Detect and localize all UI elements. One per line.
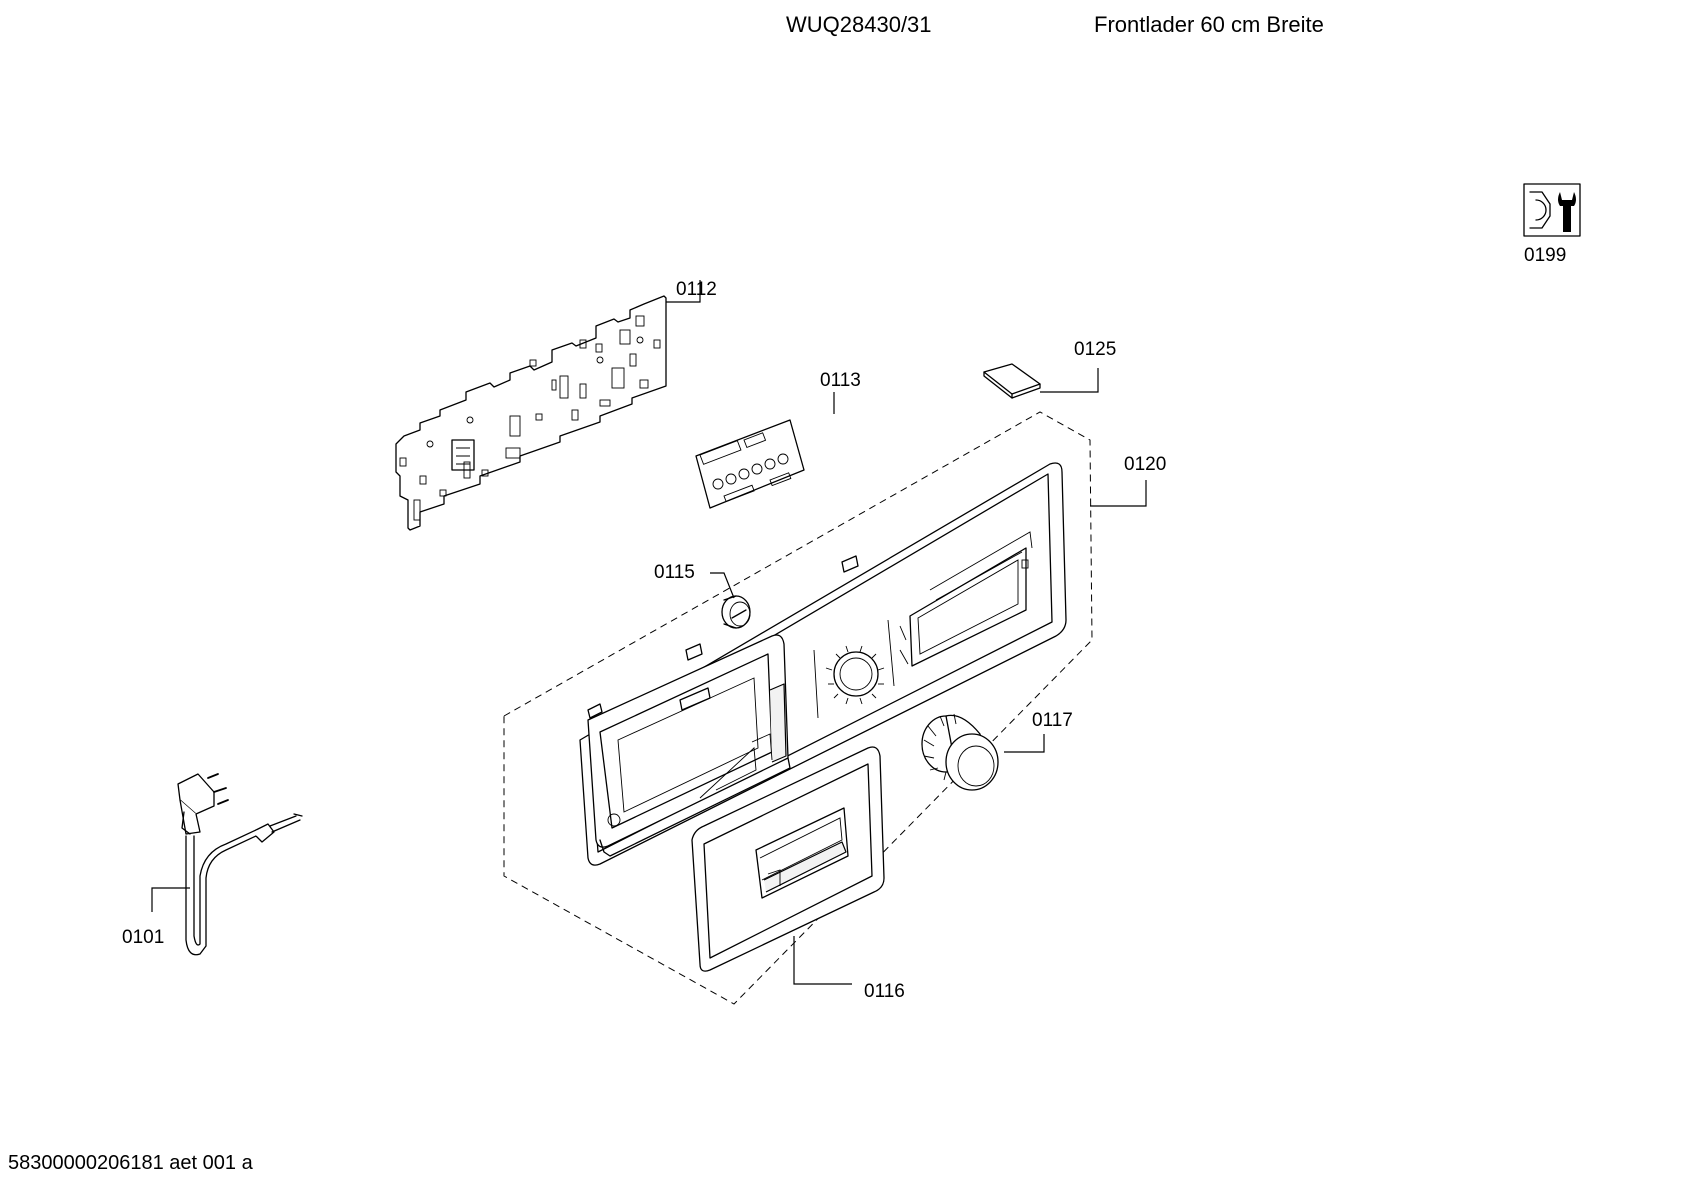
power-cord[interactable] xyxy=(177,773,303,956)
callout-0116[interactable]: 0116 xyxy=(864,981,905,1002)
callout-0125[interactable]: 0125 xyxy=(1074,339,1117,360)
callout-0117[interactable]: 0117 xyxy=(1032,710,1073,731)
program-knob[interactable] xyxy=(921,713,999,791)
control-board[interactable] xyxy=(395,295,667,531)
document-id: 58300000206181 aet 001 a xyxy=(8,1152,253,1174)
callout-0115[interactable]: 0115 xyxy=(654,562,695,583)
callout-0120[interactable]: 0120 xyxy=(1124,454,1167,475)
callout-0113[interactable]: 0113 xyxy=(820,370,861,391)
detergent-drawer-handle[interactable] xyxy=(691,746,885,972)
wrench-icon[interactable] xyxy=(1523,183,1581,237)
callout-0101[interactable]: 0101 xyxy=(122,927,165,948)
callout-0199[interactable]: 0199 xyxy=(1524,245,1567,266)
small-pad[interactable] xyxy=(983,363,1041,399)
control-panel-fascia[interactable] xyxy=(579,462,1067,866)
callout-0112[interactable]: 0112 xyxy=(676,279,717,300)
model-number: WUQ28430/31 xyxy=(786,12,932,37)
display-overlay[interactable] xyxy=(695,419,805,509)
model-description: Frontlader 60 cm Breite xyxy=(1094,12,1324,37)
push-button[interactable] xyxy=(721,595,751,629)
